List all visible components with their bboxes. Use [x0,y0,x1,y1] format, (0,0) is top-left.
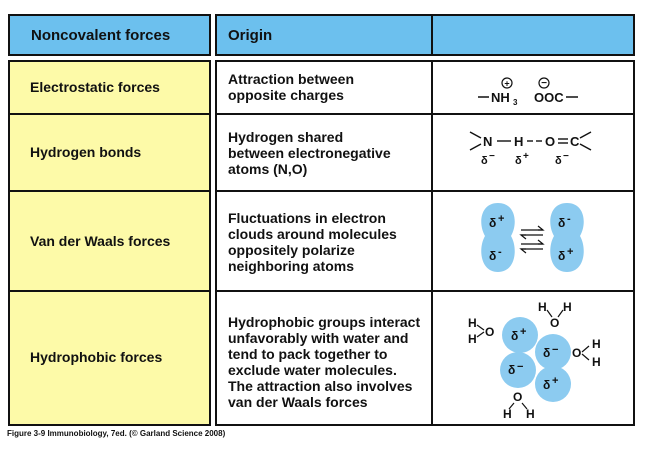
svg-text:δ: δ [508,363,515,377]
origin-line: Attraction between [228,71,355,87]
origin-line: The attraction also involves [228,378,413,394]
svg-text:O: O [550,316,559,330]
van-der-waals-illustration: δ + δ - δ - δ + [481,203,584,272]
origin-line: Hydrogen shared [228,129,344,145]
figure-caption: Figure 3-9 Immunobiology, 7ed. (© Garlan… [7,429,226,438]
svg-text:H: H [514,134,523,149]
svg-text:δ: δ [555,155,562,167]
svg-text:−: − [563,151,569,162]
origin-line: atoms (N,O) [228,161,308,177]
svg-text:O: O [572,346,581,360]
svg-text:NH: NH [491,90,510,105]
svg-text:H: H [538,300,547,314]
svg-text:δ: δ [481,155,488,167]
svg-text:O: O [485,325,494,339]
origin-row-divider-3 [215,290,635,292]
header-origin-cell: Origin [215,14,635,56]
origin-line: unfavorably with water and [228,330,409,346]
hydrogen-bond-illustration: N H O C δ − δ + δ − [469,131,592,167]
header-origin-label: Origin [228,27,273,44]
origin-line: Hydrophobic groups interact [228,314,421,330]
header-divider [431,14,433,56]
svg-text:N: N [483,134,492,149]
illustration-divider [431,60,433,426]
svg-text:H: H [468,332,477,346]
svg-text:H: H [468,316,477,330]
svg-text:H: H [503,407,512,421]
force-hydrophobic: Hydrophobic forces [30,349,163,365]
svg-text:−: − [552,344,558,356]
svg-text:+: + [523,151,529,162]
svg-text:δ: δ [543,346,550,360]
svg-text:δ: δ [489,216,496,230]
svg-text:O: O [513,390,522,404]
svg-text:O: O [545,134,555,149]
electrostatic-illustration: + − NH 3 OOC [478,77,578,107]
force-electrostatic: Electrostatic forces [30,79,160,95]
origin-line: opposite charges [228,87,344,103]
origin-electrostatic: Attraction between opposite charges [228,71,354,103]
origin-hydrogen-bonds: Hydrogen shared between electronegative … [228,129,391,177]
svg-text:H: H [592,355,601,369]
origin-line: neighboring atoms [228,258,354,274]
svg-text:OOC: OOC [534,90,564,105]
svg-text:3: 3 [513,98,518,107]
force-hydrogen-bonds: Hydrogen bonds [30,144,142,160]
force-row-divider-3 [8,290,211,292]
svg-text:+: + [498,213,504,225]
origin-line: oppositely polarize [228,242,355,258]
force-row-divider-1 [8,113,211,115]
force-row-divider-2 [8,190,211,192]
svg-text:+: + [504,79,509,89]
svg-text:-: - [567,213,571,225]
svg-text:δ: δ [515,155,522,167]
origin-line: van der Waals forces [228,394,368,410]
svg-text:δ: δ [543,378,550,392]
origin-van-der-waals: Fluctuations in electron clouds around m… [228,210,397,274]
origin-row-divider-2 [215,190,635,192]
svg-text:H: H [563,300,572,314]
hydrophobic-illustration: δ + δ − δ − δ + H H O H H O O H H O H H [468,300,601,421]
svg-text:δ: δ [558,216,565,230]
svg-text:C: C [570,134,580,149]
origin-hydrophobic: Hydrophobic groups interact unfavorably … [228,314,420,410]
svg-text:+: + [520,326,526,338]
origin-line: exclude water molecules. [228,362,397,378]
svg-text:H: H [526,407,535,421]
force-column [8,60,211,426]
svg-text:δ: δ [489,249,496,263]
origin-line: between electronegative [228,145,391,161]
svg-text:δ: δ [558,249,565,263]
header-force-label: Noncovalent forces [31,27,171,44]
svg-text:−: − [517,361,523,373]
svg-text:−: − [541,78,547,89]
svg-text:-: - [498,246,502,258]
svg-text:δ: δ [511,329,518,343]
origin-row-divider-1 [215,113,635,115]
svg-text:H: H [592,337,601,351]
force-van-der-waals: Van der Waals forces [30,233,171,249]
origin-line: clouds around molecules [228,226,397,242]
origin-line: Fluctuations in electron [228,210,386,226]
svg-text:−: − [489,151,495,162]
origin-line: tend to pack together to [228,346,388,362]
header-force-cell: Noncovalent forces [8,14,211,56]
svg-text:+: + [567,246,573,258]
svg-text:+: + [552,375,558,387]
